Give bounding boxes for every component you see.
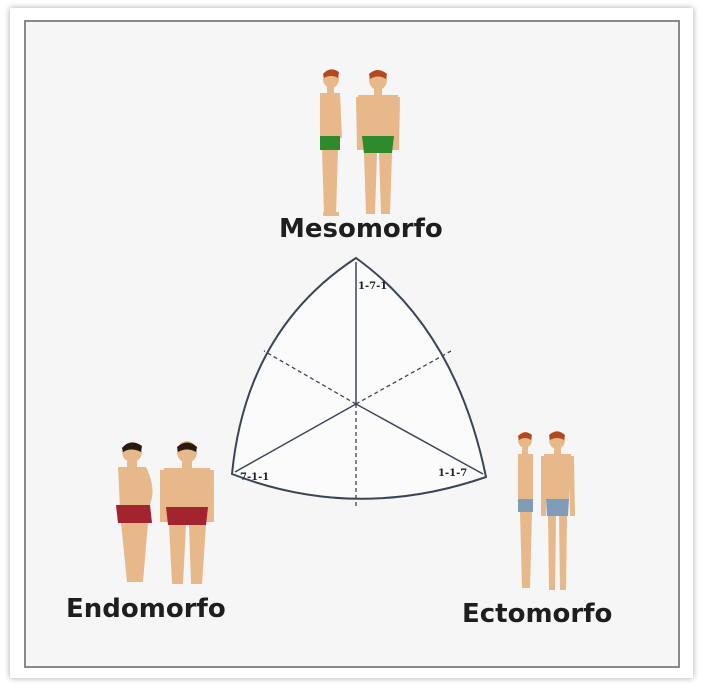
rating-endomorph: 7-1-1 — [240, 472, 269, 483]
rating-mesomorph: 1-7-1 — [358, 281, 387, 292]
axis-ectomorph — [355, 403, 484, 475]
mesomorph-front-figure — [356, 70, 400, 214]
endomorph-front-figure — [160, 441, 214, 584]
label-endomorph: Endomorfo — [66, 594, 226, 624]
triangle-outline — [230, 256, 488, 500]
ectomorph-front-figure — [541, 431, 575, 590]
endomorph-figures — [116, 441, 214, 584]
rating-ectomorph: 1-1-7 — [438, 468, 467, 479]
endomorph-side-figure — [116, 442, 153, 582]
label-mesomorph: Mesomorfo — [279, 214, 443, 244]
label-ectomorph: Ectomorfo — [462, 599, 613, 629]
divider-upper-left — [263, 350, 357, 405]
ectomorph-side-figure — [518, 432, 533, 588]
ectomorph-figures — [518, 431, 575, 590]
mesomorph-side-figure — [320, 69, 342, 216]
axis-endomorph — [234, 403, 357, 473]
mesomorph-figures — [320, 69, 400, 216]
